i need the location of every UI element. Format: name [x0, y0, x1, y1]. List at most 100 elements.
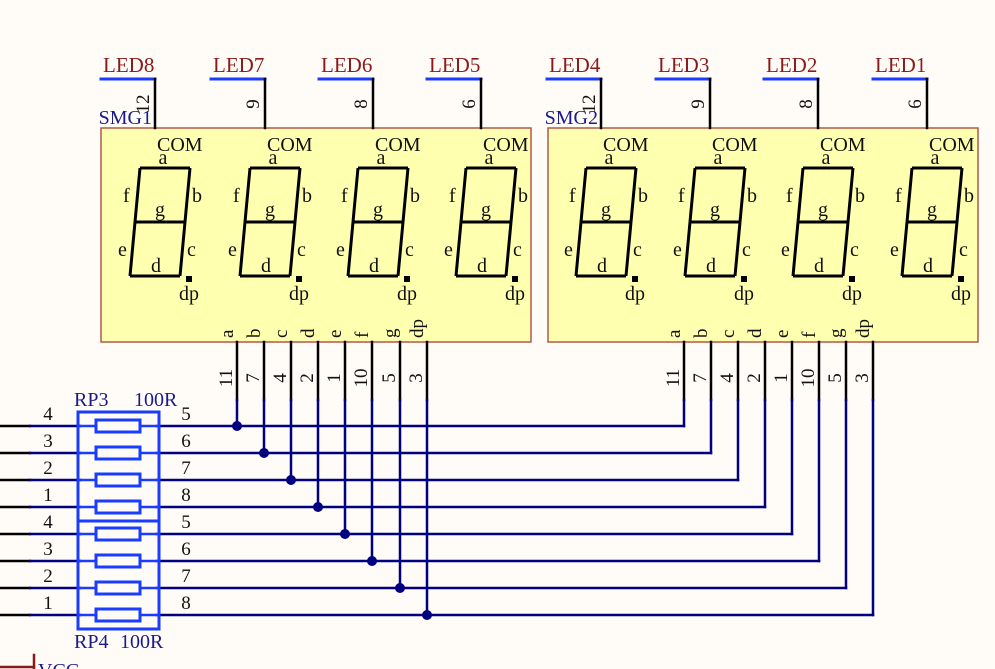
segment-label-g: g — [601, 199, 611, 221]
com-label: COM — [820, 134, 866, 156]
segment-dp — [741, 276, 747, 282]
segment-pin-f: f10 — [351, 331, 374, 563]
segment-c — [733, 221, 742, 277]
segment-label-dp: dp — [505, 283, 525, 305]
segment-label-b: b — [410, 185, 420, 207]
segment-pin-e: e1 — [771, 330, 794, 536]
segment-e — [683, 221, 692, 277]
segment-label-b: b — [855, 185, 865, 207]
segment-e — [128, 221, 137, 277]
segment-c — [504, 221, 513, 277]
segment-label-c: c — [959, 239, 968, 261]
segment-label-b: b — [192, 185, 202, 207]
segment-label-e: e — [336, 239, 345, 261]
segment-label-c: c — [850, 239, 859, 261]
segment-dp — [404, 276, 410, 282]
segment-pin-name: g — [380, 328, 401, 338]
segment-pin-a: a11 — [663, 329, 686, 428]
segment-pin-b: b7 — [243, 329, 266, 455]
segment-label-f: f — [569, 185, 576, 207]
junction-dot — [395, 583, 405, 593]
pin-number: 2 — [744, 373, 765, 383]
segment-label-b: b — [964, 185, 974, 207]
segment-label-b: b — [747, 185, 757, 207]
pin-number: 3 — [43, 539, 53, 560]
pin-number: 7 — [243, 373, 264, 383]
pin-number: 7 — [181, 458, 191, 479]
pin-number: 5 — [379, 373, 400, 383]
pin-number: 8 — [796, 99, 817, 109]
com-label: COM — [603, 134, 649, 156]
segment-label-g: g — [818, 199, 828, 221]
segment-b — [846, 167, 855, 223]
pin-number: 6 — [181, 431, 191, 452]
segment-label-f: f — [786, 185, 793, 207]
pin-number: 6 — [459, 99, 480, 109]
segment-label-e: e — [564, 239, 573, 261]
segment-label-g: g — [710, 199, 720, 221]
value-label: 100R — [134, 389, 178, 411]
segment-f — [133, 167, 142, 223]
segment-e — [238, 221, 247, 277]
segment-label-b: b — [638, 185, 648, 207]
segment-label-b: b — [518, 185, 528, 207]
segment-e — [900, 221, 909, 277]
segment-f — [688, 167, 697, 223]
segment-c — [950, 221, 959, 277]
segment-pin-name: d — [745, 328, 766, 338]
segment-pin-g: g5 — [379, 328, 402, 590]
segment-b — [629, 167, 638, 223]
pin-number: 3 — [406, 373, 427, 383]
designator-label: RP4 — [74, 631, 108, 653]
segment-label-dp: dp — [734, 283, 754, 305]
segment-c — [288, 221, 297, 277]
segment-label-d: d — [477, 255, 487, 277]
segment-label-a: a — [159, 147, 168, 169]
com-label: COM — [483, 134, 529, 156]
segment-label-c: c — [297, 239, 306, 261]
pin-number: 1 — [43, 593, 53, 614]
designator-label: RP3 — [74, 389, 108, 411]
segment-b — [183, 167, 192, 223]
segment-label-f: f — [449, 185, 456, 207]
junction-dot — [259, 448, 269, 458]
segment-label-f: f — [123, 185, 130, 207]
resistor-element — [94, 580, 142, 596]
segment-label-g: g — [481, 199, 491, 221]
junction-dot — [313, 502, 323, 512]
segment-label-a: a — [269, 147, 278, 169]
segment-f — [243, 167, 252, 223]
resistor-element — [94, 553, 142, 569]
resistor-pack-body — [76, 519, 161, 631]
pin-number: 9 — [243, 99, 264, 109]
segment-pin-name: e — [772, 330, 793, 338]
pin-number: 8 — [351, 99, 372, 109]
segment-pin-a: a11 — [216, 329, 239, 428]
segment-label-g: g — [927, 199, 937, 221]
segment-label-a: a — [485, 147, 494, 169]
segment-pin-dp: dp3 — [406, 319, 429, 617]
net-label: LED8 — [103, 53, 154, 77]
segment-pin-c: c4 — [270, 330, 293, 482]
net-label: LED3 — [658, 53, 709, 77]
segment-dp — [849, 276, 855, 282]
segment-pin-name: f — [352, 331, 373, 338]
segment-f — [905, 167, 914, 223]
segment-label-e: e — [781, 239, 790, 261]
power-label: VCC — [38, 660, 79, 669]
pin-number: 8 — [181, 485, 191, 506]
segment-label-a: a — [377, 147, 386, 169]
segment-pin-d: d2 — [744, 328, 767, 509]
segment-label-dp: dp — [397, 283, 417, 305]
pin-number: 4 — [43, 404, 53, 425]
segment-pin-b: b7 — [690, 329, 713, 455]
net-label: LED2 — [766, 53, 817, 77]
pin-number: 9 — [688, 99, 709, 109]
segment-label-f: f — [341, 185, 348, 207]
net-label: LED5 — [429, 53, 480, 77]
com-label: COM — [929, 134, 975, 156]
